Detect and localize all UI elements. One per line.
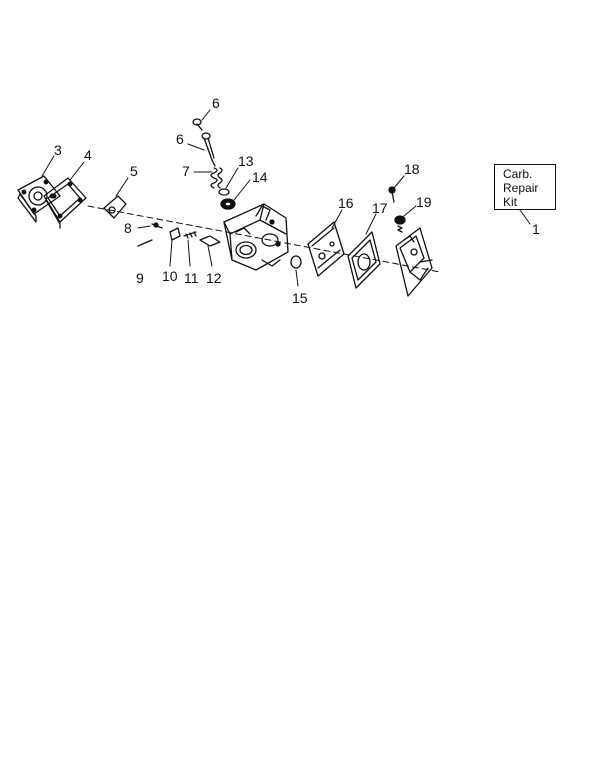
part-10-lever [169,227,181,241]
callout-18: 18 [404,161,420,177]
part-19-valve [394,215,406,233]
callout-17: 17 [372,200,388,216]
part-7-spring [210,167,223,189]
part-16-plate [307,221,345,277]
part-11-spring [183,231,197,239]
part-14-valve [220,198,236,210]
carb-repair-kit-box: Carb. Repair Kit [494,164,556,210]
callout-1: 1 [532,221,540,237]
callout-5: 5 [130,163,138,179]
part-5-screen [103,195,127,219]
part-4-pump-diaphragm [43,177,87,229]
part-12-gasket [199,235,221,247]
callout-15: 15 [292,290,308,306]
callout-8: 8 [124,220,132,236]
kit-line-3: Kit [503,195,518,209]
callout-2: 6 [212,95,220,111]
callout-13: 13 [238,153,254,169]
callout-3: 3 [54,142,62,158]
part-18-screw [388,186,396,203]
callout-19: 19 [416,194,432,210]
leader-lines [41,109,531,287]
callout-11: 11 [184,270,199,286]
kit-line-2: Repair [503,181,539,195]
callout-10: 10 [162,268,178,284]
center-line [87,205,441,273]
part-17-diaphragm-gasket [347,231,381,289]
callout-7: 7 [182,163,190,179]
kit-line-1: Carb. [503,167,533,181]
part-13-washer [218,188,230,196]
callout-12: 12 [206,270,222,286]
carb-repair-kit-label: Carb. Repair Kit [503,167,538,209]
callout-6: 6 [176,131,184,147]
callout-16: 16 [338,195,354,211]
part-3-pump-cover [17,175,61,223]
part-2-screw [192,118,203,131]
part-9-rod [137,239,153,247]
carburetor-body [223,203,289,271]
part-6-needle [201,132,216,167]
metering-cover [395,227,433,297]
callout-9: 9 [136,270,144,286]
callout-4: 4 [84,147,92,163]
callout-14: 14 [252,169,268,185]
part-8-pin [151,222,163,229]
part-15-o-ring [290,255,302,269]
